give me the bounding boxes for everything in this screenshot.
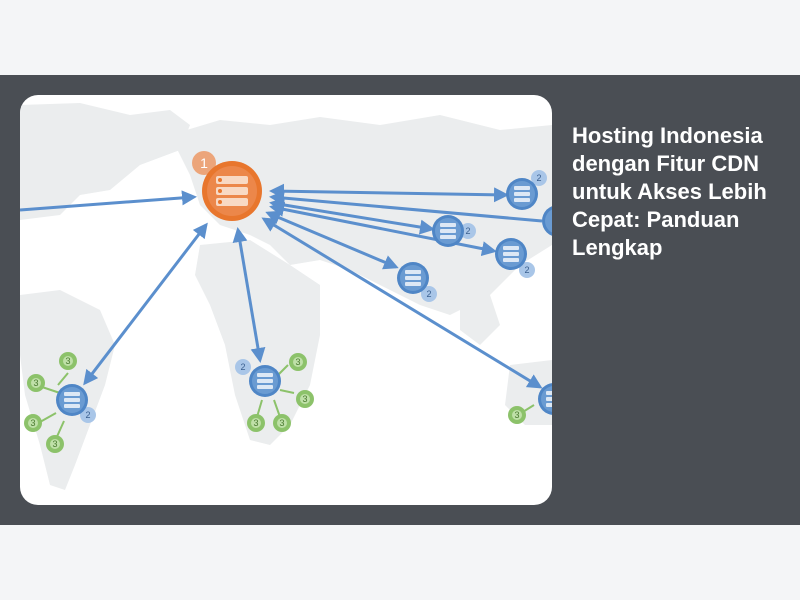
edge-node-japan [542,206,552,236]
client-node: 3 [273,414,291,432]
svg-text:2: 2 [85,410,90,420]
svg-text:2: 2 [465,226,470,236]
cdn-network-diagram: 3 3 3 3 3 3 3 3 3 2 2 [20,103,552,490]
edge-node-australia [538,383,552,415]
svg-text:3: 3 [295,357,300,367]
arrow-west [20,190,197,212]
arrow-east-asia [269,183,509,203]
client-nodes: 3 3 3 3 3 3 3 3 3 [24,352,526,453]
client-node: 3 [24,414,42,432]
edge-node-central-asia: 2 [432,215,476,247]
svg-text:2: 2 [536,173,541,183]
arrow-africa [232,227,266,363]
svg-text:3: 3 [514,410,519,420]
cdn-map-image: 3 3 3 3 3 3 3 3 3 2 2 [20,95,552,505]
article-title: Hosting Indonesia dengan Fitur CDN untuk… [572,123,767,260]
arrow-australia [261,217,543,389]
client-node: 3 [27,374,45,392]
svg-text:3: 3 [302,394,307,404]
svg-text:3: 3 [33,378,38,388]
origin-server-node: 1 [192,151,262,221]
client-node: 3 [59,352,77,370]
client-node: 3 [46,435,64,453]
edge-node-china: 2 [495,238,535,278]
client-node: 3 [508,406,526,424]
svg-text:2: 2 [426,289,431,299]
edge-nodes: 2 2 2 2 [56,170,552,423]
svg-text:3: 3 [279,418,284,428]
svg-text:2: 2 [524,265,529,275]
edge-node-africa: 2 [235,359,281,397]
svg-text:1: 1 [200,155,208,171]
client-node: 3 [289,353,307,371]
client-node: 3 [296,390,314,408]
edge-node-india: 2 [397,262,437,302]
svg-text:3: 3 [65,356,70,366]
edge-node-south-america: 2 [56,384,96,423]
svg-text:2: 2 [240,362,245,372]
svg-text:3: 3 [30,418,35,428]
client-node: 3 [247,414,265,432]
client-arrows [39,364,535,442]
svg-text:3: 3 [253,418,258,428]
world-map-land [20,103,552,490]
svg-text:3: 3 [52,439,57,449]
arrow-south-america [83,222,208,386]
hero-band: 3 3 3 3 3 3 3 3 3 2 2 [0,75,800,525]
edge-node-east-asia: 2 [506,170,547,210]
